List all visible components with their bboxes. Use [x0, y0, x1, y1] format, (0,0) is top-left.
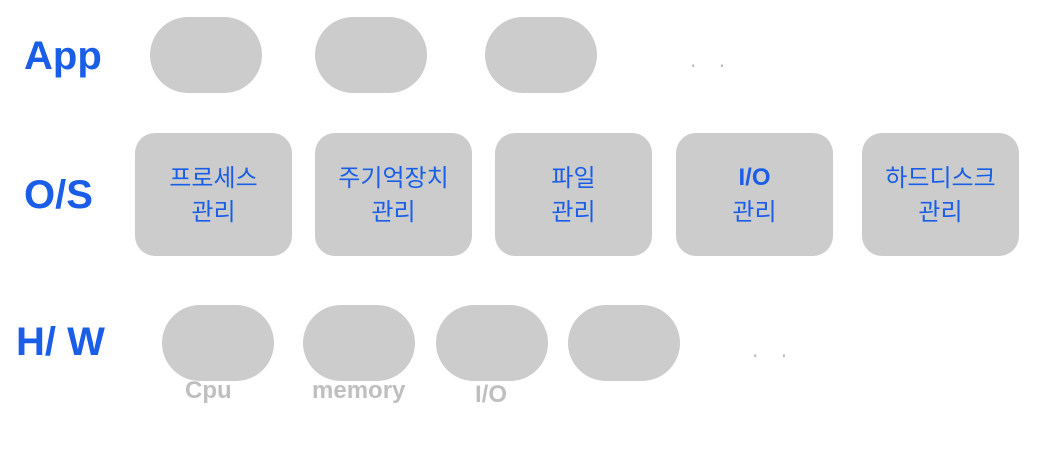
os-box-line1: 주기억장치 — [338, 163, 449, 192]
os-box-line2: 관리 — [551, 197, 596, 226]
os-box-line1: I/O — [738, 163, 771, 191]
hw-caption-memory: memory — [312, 377, 406, 404]
os-box-line2: 관리 — [918, 197, 963, 226]
os-box-process-management: 프로세스 관리 — [135, 133, 292, 256]
os-box-line2: 관리 — [732, 197, 777, 226]
hw-pill-4 — [568, 305, 680, 381]
hw-caption-cpu: Cpu — [185, 377, 232, 404]
os-box-main-memory-management: 주기억장치 관리 — [315, 133, 472, 256]
os-box-line1: 파일 — [551, 163, 596, 192]
hw-caption-io: I/O — [475, 381, 508, 408]
os-box-line2: 관리 — [191, 197, 236, 226]
hw-pill-io — [436, 305, 548, 381]
app-pill-2 — [315, 17, 427, 93]
hw-ellipsis: . . — [752, 338, 796, 362]
hw-layer-label: H/ W — [16, 320, 105, 364]
os-layer-label: O/S — [24, 173, 93, 217]
os-box-io-management: I/O 관리 — [676, 133, 833, 256]
os-box-line1: 프로세스 — [169, 163, 258, 192]
os-box-file-management: 파일 관리 — [495, 133, 652, 256]
app-pill-1 — [150, 17, 262, 93]
os-box-line2: 관리 — [371, 197, 416, 226]
app-layer-label: App — [24, 34, 102, 78]
os-box-line1: 하드디스크 — [885, 163, 996, 192]
hw-pill-cpu — [162, 305, 274, 381]
app-pill-3 — [485, 17, 597, 93]
hw-pill-memory — [303, 305, 415, 381]
os-box-hard-disk-management: 하드디스크 관리 — [862, 133, 1019, 256]
app-ellipsis: . . — [690, 48, 734, 72]
